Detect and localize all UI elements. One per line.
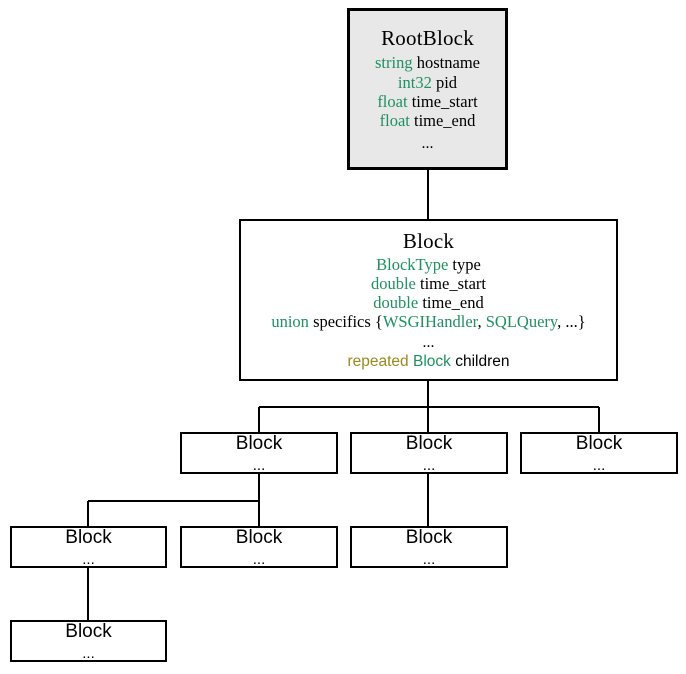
field-name: time_start xyxy=(411,91,478,111)
node-child-block-4[interactable]: Block ... xyxy=(10,526,167,568)
child-block-title: Block xyxy=(405,526,453,548)
child-block-more: ... xyxy=(422,551,436,569)
node-child-block-2[interactable]: Block ... xyxy=(350,432,508,474)
block-field-union: union specifics {WSGIHandler, SQLQuery, … xyxy=(271,312,585,331)
union-option-1: SQLQuery xyxy=(485,312,558,332)
field-name: time_end xyxy=(413,110,476,130)
rootblock-field-2: float time_start xyxy=(375,92,480,111)
rootblock-field-3: float time_end xyxy=(375,111,480,130)
child-block-title: Block xyxy=(65,526,112,548)
field-name: type xyxy=(452,254,481,274)
repeated-type: Block xyxy=(413,353,451,371)
rootblock-fields: string hostname int32 pid float time_sta… xyxy=(375,53,480,152)
block-title: Block xyxy=(402,228,455,253)
child-block-more: ... xyxy=(82,645,95,663)
union-separator: , xyxy=(477,312,486,332)
child-block-more: ... xyxy=(592,457,606,475)
union-separator: , xyxy=(557,312,566,332)
field-name: time_start xyxy=(420,274,486,294)
block-field-2: double time_end xyxy=(271,293,585,312)
repeated-keyword: repeated xyxy=(347,353,409,371)
block-field-repeated: repeated Block children xyxy=(271,353,585,371)
child-block-title: Block xyxy=(235,432,283,454)
node-child-block-5[interactable]: Block ... xyxy=(180,526,338,568)
field-type: BlockType xyxy=(376,254,449,274)
node-child-block-7[interactable]: Block ... xyxy=(10,620,167,662)
block-more: ... xyxy=(422,334,435,352)
union-keyword: union xyxy=(271,312,309,332)
node-child-block-1[interactable]: Block ... xyxy=(180,432,338,474)
node-child-block-6[interactable]: Block ... xyxy=(350,526,508,568)
field-type: float xyxy=(377,91,408,111)
child-block-title: Block xyxy=(405,432,453,454)
field-type: string xyxy=(375,53,413,73)
block-fields: BlockType type double time_start double … xyxy=(271,255,585,371)
child-block-title: Block xyxy=(235,526,283,548)
field-type: double xyxy=(373,293,419,313)
field-name: pid xyxy=(435,72,458,92)
union-option-0: WSGIHandler xyxy=(382,312,478,332)
union-open-brace: { xyxy=(374,312,383,332)
union-tail: ...} xyxy=(565,312,586,332)
block-field-1: double time_start xyxy=(271,274,585,293)
field-type: int32 xyxy=(397,72,432,92)
block-field-0: BlockType type xyxy=(271,255,585,274)
child-block-more: ... xyxy=(82,551,95,569)
field-name: hostname xyxy=(416,53,480,73)
child-block-more: ... xyxy=(422,457,436,475)
child-block-more: ... xyxy=(252,551,266,569)
field-name: time_end xyxy=(422,293,484,313)
field-type: float xyxy=(379,110,410,130)
rootblock-field-1: int32 pid xyxy=(375,73,480,92)
child-block-title: Block xyxy=(575,432,623,454)
node-block[interactable]: Block BlockType type double time_start d… xyxy=(239,219,618,381)
repeated-field-name: children xyxy=(455,353,510,371)
rootblock-field-0: string hostname xyxy=(375,53,480,72)
child-block-more: ... xyxy=(252,457,266,475)
node-rootblock[interactable]: RootBlock string hostname int32 pid floa… xyxy=(347,8,508,170)
child-block-title: Block xyxy=(65,620,112,642)
node-child-block-3[interactable]: Block ... xyxy=(520,432,678,474)
union-field-name: specifics xyxy=(313,312,371,332)
field-type: double xyxy=(370,274,416,294)
rootblock-more: ... xyxy=(421,134,434,152)
rootblock-title: RootBlock xyxy=(381,26,474,51)
